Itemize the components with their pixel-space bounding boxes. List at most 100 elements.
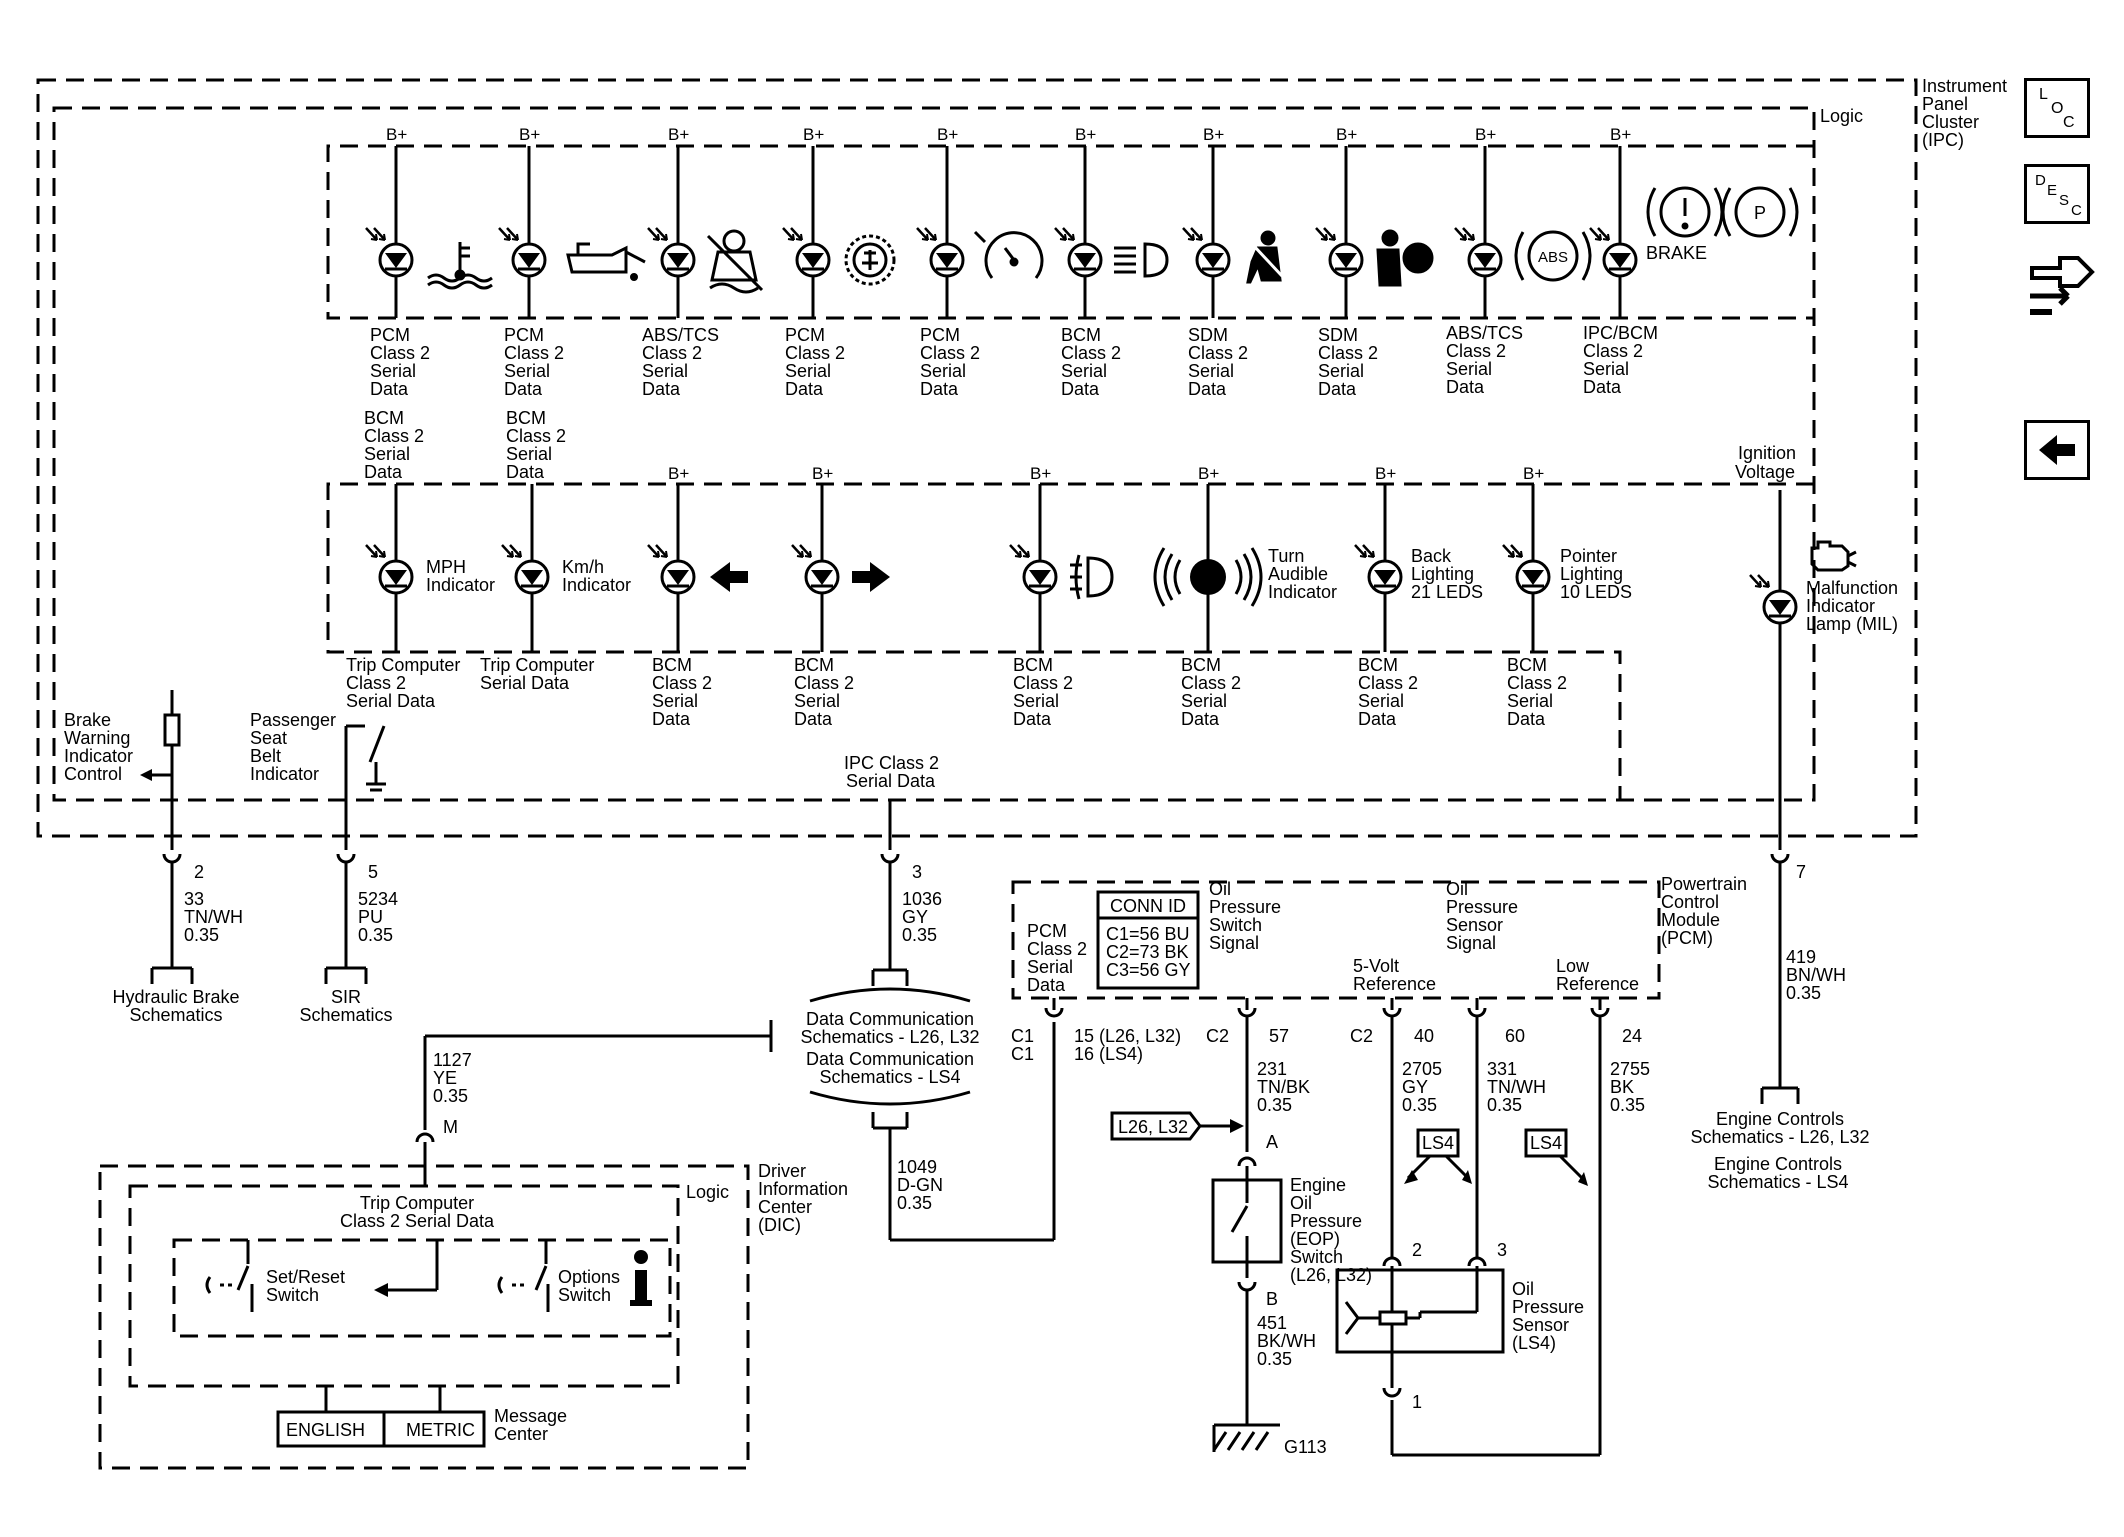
svg-text:L: L	[2039, 86, 2048, 103]
bplus-label: B+	[386, 125, 407, 144]
top-row-bplus: B+ B+ B+ B+ B+ B+ B+ B+ B+ B+	[386, 125, 1631, 144]
bplus-label: B+	[803, 125, 824, 144]
brake-warning-icon	[1646, 186, 1724, 238]
bottom-row-leds	[364, 543, 1551, 595]
park-brake-icon	[1721, 186, 1799, 238]
abs-label: ABS	[1538, 249, 1568, 266]
ipc-logic-label: Logic	[1820, 106, 1863, 126]
pcm-connectors	[1044, 1006, 1610, 1018]
sensor-pin-2: 2	[1412, 1240, 1422, 1260]
pin-40-label: 40	[1414, 1026, 1434, 1046]
description-button[interactable]: D E S C	[2024, 164, 2090, 224]
ls4-tags	[1406, 1128, 1584, 1180]
right-turn-arrow-icon	[852, 562, 890, 592]
eop-pin-a: A	[1266, 1132, 1278, 1152]
bottom-row-bplus: B+ B+ B+ B+ B+ B+	[668, 464, 1544, 483]
airbag-icon	[1376, 229, 1434, 287]
svg-text:C: C	[2063, 114, 2075, 131]
sensor-connectors	[1382, 1256, 1487, 1398]
english-button[interactable]: ENGLISH	[286, 1420, 365, 1440]
connector-tools-button[interactable]	[2022, 242, 2096, 320]
location-button[interactable]: L O C	[2024, 78, 2090, 138]
ground-label: G113	[1284, 1437, 1327, 1457]
top-row-circuits	[394, 146, 1622, 318]
left-arrow-icon	[374, 1283, 388, 1297]
abs-icon	[1514, 230, 1592, 282]
engine-icon	[1810, 540, 1857, 572]
svg-text:E: E	[2047, 182, 2057, 199]
options-switch-icon	[497, 1240, 550, 1312]
eop-connector-a	[1237, 1156, 1257, 1168]
conn-id-box	[1096, 890, 1200, 990]
pin-60-label: 60	[1505, 1026, 1525, 1046]
svg-text:C: C	[2071, 202, 2082, 219]
security-gear-icon	[844, 234, 896, 286]
eop-tag	[1110, 1111, 1232, 1141]
pcm-frame	[1011, 880, 1661, 1000]
passenger-belt-circuit	[344, 724, 386, 850]
seatbelt-icon	[1246, 230, 1284, 284]
ls4-tag-2: LS4	[1530, 1133, 1562, 1153]
dic-return-arrow	[386, 1240, 439, 1292]
pcm-wires	[1052, 998, 1602, 1457]
headlamp-icon	[1114, 242, 1169, 278]
oil-pressure-sensor-icon	[1335, 1266, 1505, 1388]
bplus-label: B+	[1475, 125, 1496, 144]
bplus-label: B+	[1198, 464, 1219, 483]
traction-control-icon	[706, 229, 764, 294]
speedometer-icon	[973, 230, 1044, 279]
back-button[interactable]	[2024, 420, 2090, 480]
svg-text:S: S	[2059, 192, 2069, 209]
bplus-label: B+	[668, 125, 689, 144]
pin-57-label: 57	[1269, 1026, 1289, 1046]
ls4-tag-1: LS4	[1422, 1133, 1454, 1153]
fog-lamp-icon	[1070, 554, 1114, 600]
coolant-temp-icon	[427, 242, 493, 290]
pin-24-label: 24	[1622, 1026, 1642, 1046]
sensor-pin-1: 1	[1412, 1392, 1422, 1412]
dic-connector-m	[415, 1132, 435, 1144]
c2-label-b: C2	[1350, 1026, 1373, 1046]
metric-button[interactable]: METRIC	[406, 1420, 475, 1440]
ipc-title: Instrument Panel Cluster (IPC)	[1922, 76, 2012, 150]
bplus-label: B+	[812, 464, 833, 483]
ls4-arrows-icon	[1404, 1170, 1588, 1186]
left-turn-arrow-icon	[710, 562, 748, 592]
bplus-label: B+	[1203, 125, 1224, 144]
